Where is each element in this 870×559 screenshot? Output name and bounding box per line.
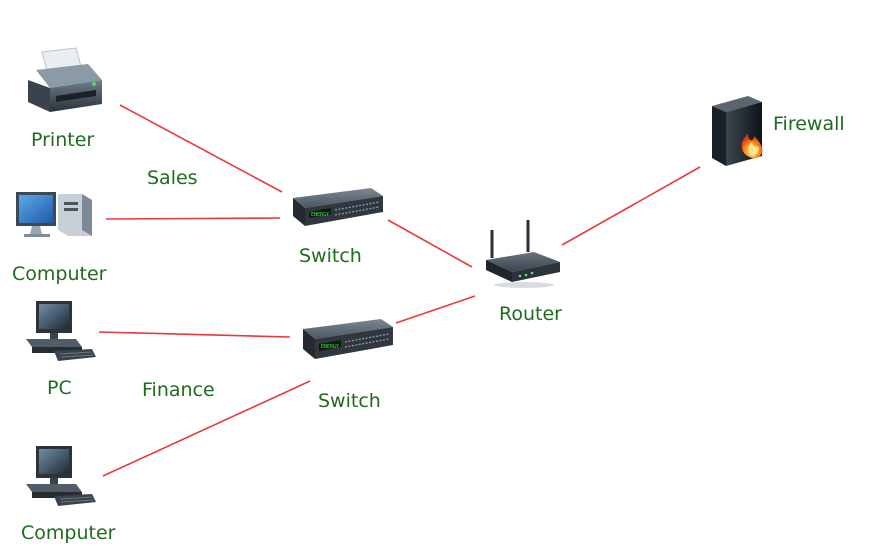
link-computer2-switch2 xyxy=(102,380,311,477)
link-router-firewall xyxy=(561,166,701,246)
link-printer-switch1 xyxy=(119,104,283,193)
workstation-icon xyxy=(24,299,98,363)
printer-label: Printer xyxy=(31,129,95,151)
switch-icon: ENERGY xyxy=(291,186,385,228)
pc-label: PC xyxy=(47,377,72,399)
switch-2-label: Switch xyxy=(318,390,381,412)
computer-2-label: Computer xyxy=(21,522,116,544)
link-pc-switch2 xyxy=(98,331,291,338)
switch-1-label: Switch xyxy=(299,245,362,267)
firewall-label: Firewall xyxy=(773,113,845,135)
firewall-icon xyxy=(708,92,772,168)
finance-group-label: Finance xyxy=(142,379,215,401)
link-switch2-router xyxy=(395,295,476,324)
svg-text:ENERGY: ENERGY xyxy=(321,344,339,350)
computer-1-label: Computer xyxy=(12,263,107,285)
switch-icon: ENERGY xyxy=(301,317,395,363)
printer-icon xyxy=(26,46,104,116)
link-computer1-switch1 xyxy=(105,217,281,220)
desktop-computer-icon xyxy=(14,190,94,242)
router-label: Router xyxy=(499,303,562,325)
link-switch1-router xyxy=(387,219,473,268)
svg-text:ENERGY: ENERGY xyxy=(311,212,329,218)
sales-group-label: Sales xyxy=(147,167,198,189)
workstation-icon xyxy=(24,444,98,508)
router-icon xyxy=(484,218,564,290)
